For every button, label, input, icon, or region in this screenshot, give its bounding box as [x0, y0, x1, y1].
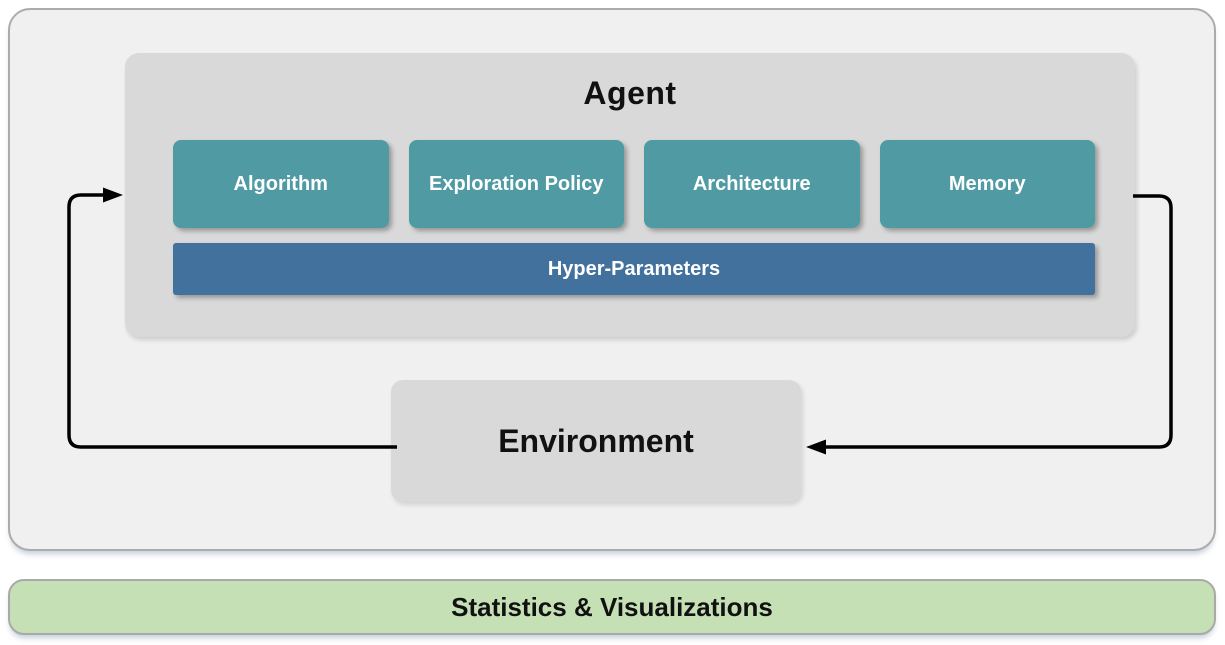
agent-title: Agent	[583, 75, 677, 111]
agent-components-row: Algorithm Exploration Policy Architectur…	[173, 140, 1095, 228]
environment-box: Environment	[391, 380, 801, 502]
main-panel: Agent Algorithm Exploration Policy Archi…	[8, 8, 1216, 551]
statistics-visualizations-bar: Statistics & Visualizations	[8, 579, 1216, 635]
agent-box: Agent Algorithm Exploration Policy Archi…	[125, 53, 1135, 337]
component-box-architecture: Architecture	[644, 140, 860, 228]
component-box-memory: Memory	[879, 140, 1095, 228]
hyper-parameters-bar: Hyper-Parameters	[173, 243, 1095, 295]
component-box-exploration-policy: Exploration Policy	[408, 140, 624, 228]
component-box-algorithm: Algorithm	[173, 140, 389, 228]
